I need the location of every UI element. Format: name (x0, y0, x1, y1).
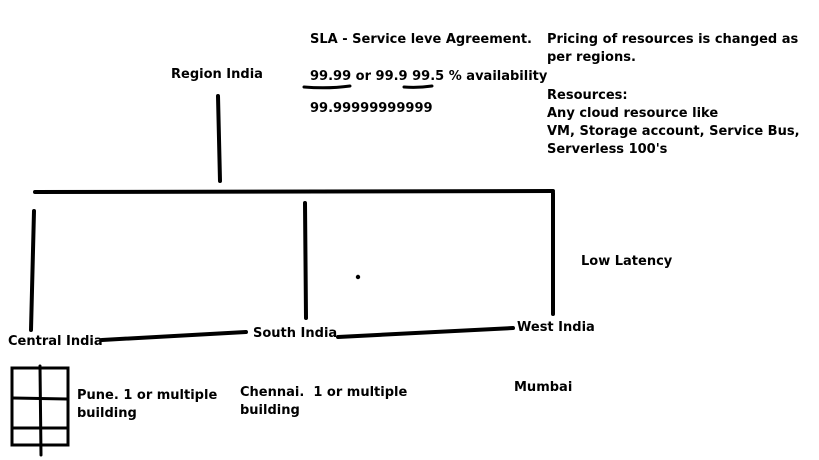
stray-dot (355, 274, 361, 280)
building-icon (10, 364, 70, 457)
resources-note: Resources: Any cloud resource like VM, S… (547, 87, 800, 159)
underline-99-5 (402, 84, 434, 89)
pricing-line-2: per regions. (547, 50, 636, 65)
region-label: Region India (171, 67, 263, 82)
mumbai-note: Mumbai (514, 380, 573, 395)
availability-value-2: 99.9 (375, 69, 408, 84)
availability-separator-1: or (351, 69, 376, 84)
underline-99-99 (302, 84, 352, 90)
chennai-note-line-1: Chennai. 1 or multiple (240, 385, 408, 400)
central-south-link (100, 330, 248, 342)
resources-line-2: VM, Storage account, Service Bus, (547, 124, 800, 139)
region-bus-line (33, 189, 555, 194)
pricing-line-1: Pricing of resources is changed as (547, 32, 799, 47)
central-branch-line (29, 209, 36, 332)
pune-note: Pune. 1 or multiple building (77, 387, 217, 423)
resources-line-3: Serverless 100's (547, 142, 668, 157)
south-branch-line (303, 201, 308, 320)
chennai-note-line-2: building (240, 403, 300, 418)
pune-note-line-1: Pune. 1 or multiple (77, 388, 218, 403)
nines-value: 99.99999999999 (310, 101, 433, 116)
availability-value-3: 99.5 (412, 69, 445, 84)
resources-line-1: Any cloud resource like (547, 106, 719, 121)
south-west-link (336, 326, 515, 339)
pricing-note: Pricing of resources is changed as per r… (547, 31, 798, 67)
sla-title: SLA - Service leve Agreement. (310, 32, 532, 47)
south-india-label: South India (253, 326, 338, 341)
resources-heading: Resources: (547, 88, 628, 103)
pune-note-line-2: building (77, 406, 137, 421)
region-trunk-line (216, 94, 222, 183)
availability-values: 99.99 or 99.9 99.5 % availability (310, 68, 547, 86)
west-india-label: West India (517, 320, 595, 335)
central-india-label: Central India (8, 334, 103, 349)
chennai-note: Chennai. 1 or multiple building (240, 384, 407, 420)
low-latency-label: Low Latency (581, 254, 673, 269)
availability-value-1: 99.99 (310, 69, 352, 84)
availability-suffix: % availability (444, 69, 548, 84)
